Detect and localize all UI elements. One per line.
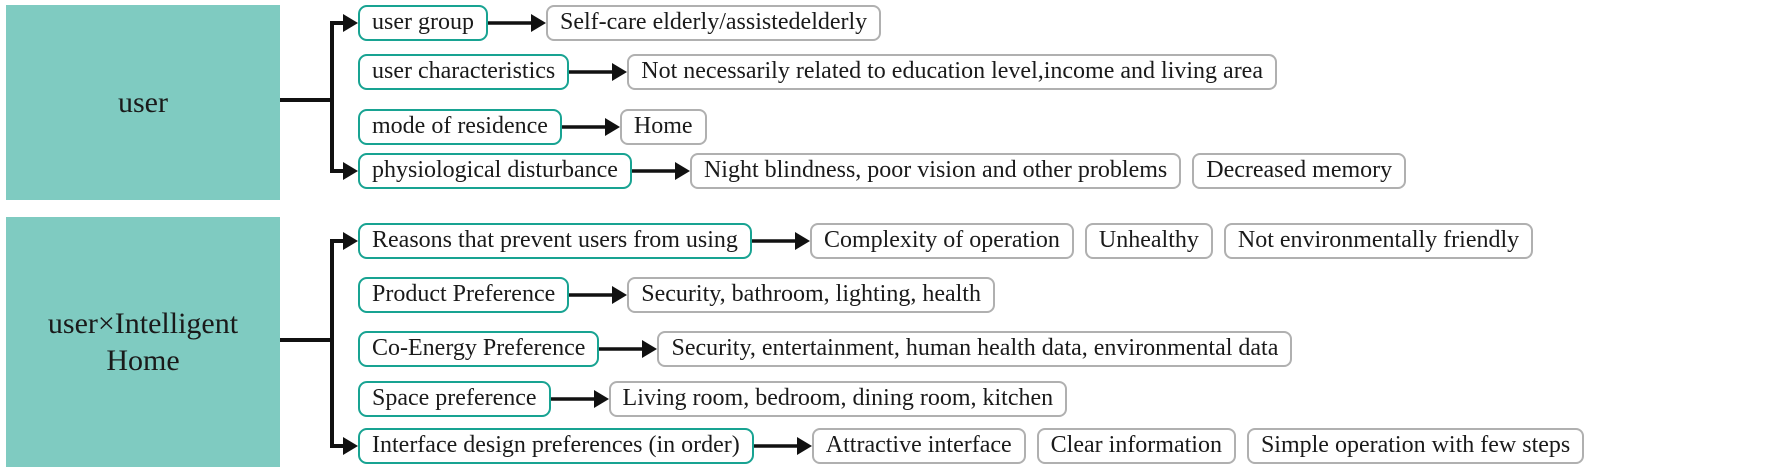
category-box: physiological disturbance	[358, 152, 632, 190]
value-box: Clear information	[1036, 427, 1236, 465]
value-box: Security, entertainment, human health da…	[657, 330, 1293, 368]
value-box: Living room, bedroom, dining room, kitch…	[608, 380, 1068, 418]
branch-arrowhead-icon	[343, 232, 358, 250]
group-label: user	[118, 85, 168, 119]
category-box: Space preference	[358, 380, 551, 418]
value-box: Decreased memory	[1192, 152, 1407, 190]
group-label: user×Intelligent	[47, 306, 239, 340]
branch-arrowhead-icon	[343, 162, 358, 180]
category-box: Reasons that prevent users from using	[358, 222, 752, 260]
tree-row: physiological disturbance Night blindness…	[358, 152, 1407, 190]
category-box: Co-Energy Preference	[358, 330, 600, 368]
tree-row: Reasons that prevent users from using Com…	[358, 222, 1534, 260]
category-box: user group	[358, 4, 488, 42]
value-box: Home	[619, 108, 707, 146]
tree-row: Co-Energy Preference Security, entertainm…	[358, 330, 1293, 368]
value-box: Self-care elderly/assistedelderly	[545, 4, 882, 42]
branch-line	[330, 444, 344, 448]
group-label: Home	[106, 344, 180, 377]
category-to-value-arrow-icon	[751, 232, 810, 250]
branch-line	[330, 239, 344, 243]
category-box: user characteristics	[358, 53, 570, 91]
group-box-0: user	[6, 5, 280, 200]
value-box: Attractive interface	[811, 427, 1026, 465]
branch-line	[330, 21, 344, 25]
group-stub-line	[280, 338, 334, 342]
tree-row: user group Self-care elderly/assistedelde…	[358, 4, 882, 42]
category-box: Product Preference	[358, 276, 570, 314]
tree-row: Space preference Living room, bedroom, di…	[358, 380, 1068, 418]
category-to-value-arrow-icon	[631, 162, 690, 180]
category-to-value-arrow-icon	[569, 286, 628, 304]
category-box: Interface design preferences (in order)	[358, 427, 754, 465]
category-to-value-arrow-icon	[550, 390, 609, 408]
value-box: Not necessarily related to education lev…	[627, 53, 1277, 91]
category-to-value-arrow-icon	[487, 14, 546, 32]
value-box: Simple operation with few steps	[1246, 427, 1585, 465]
value-box: Security, bathroom, lighting, health	[627, 276, 995, 314]
value-box: Not environmentally friendly	[1223, 222, 1534, 260]
category-to-value-arrow-icon	[753, 437, 812, 455]
group-stub-line	[280, 98, 334, 102]
branch-arrowhead-icon	[343, 437, 358, 455]
category-to-value-arrow-icon	[599, 340, 658, 358]
trunk-line	[330, 239, 334, 448]
trunk-line	[330, 21, 334, 173]
value-box: Unhealthy	[1084, 222, 1213, 260]
tree-row: Interface design preferences (in order) A…	[358, 427, 1585, 465]
tree-row: Product Preference Security, bathroom, li…	[358, 276, 995, 314]
category-to-value-arrow-icon	[569, 63, 628, 81]
branch-line	[330, 169, 344, 173]
category-to-value-arrow-icon	[561, 118, 620, 136]
tree-row: user characteristics Not necessarily rela…	[358, 53, 1277, 91]
value-box: Complexity of operation	[809, 222, 1074, 260]
category-box: mode of residence	[358, 108, 562, 146]
value-box: Night blindness, poor vision and other p…	[689, 152, 1182, 190]
branch-arrowhead-icon	[343, 14, 358, 32]
tree-row: mode of residence Home	[358, 108, 707, 146]
